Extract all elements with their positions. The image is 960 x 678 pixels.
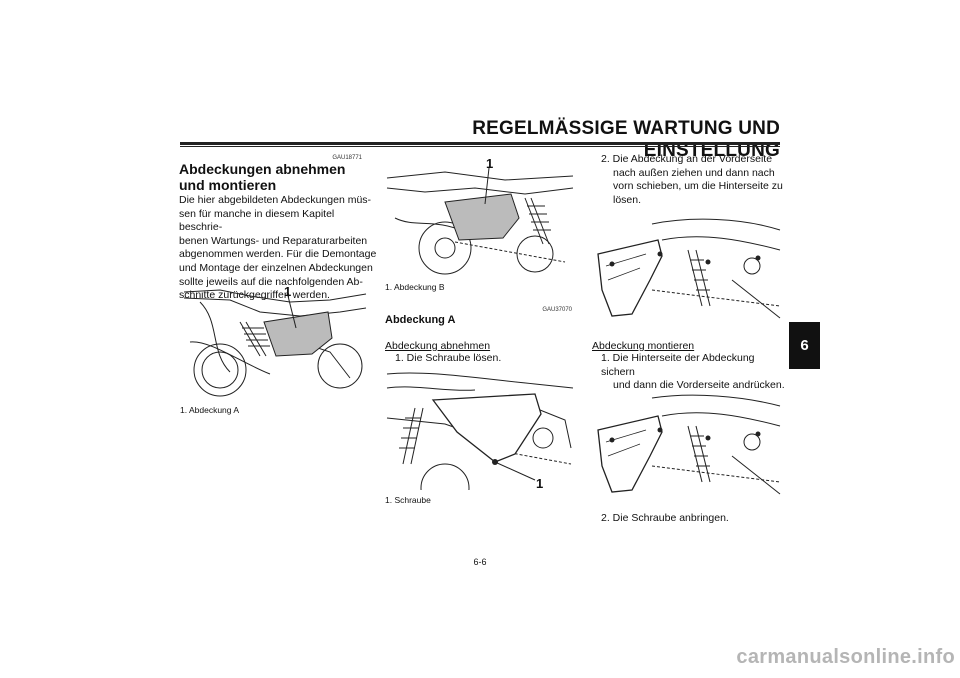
step-line: und dann die Vorderseite andrücken. [613,379,785,392]
header-rule [180,142,780,145]
procedure-step: 2. Die Schraube anbringen. [601,512,729,524]
header-rule-thin [180,146,780,147]
figure-cover-removal [597,218,781,319]
figure-cover-a [183,289,367,397]
intro-paragraph: Die hier abgebildeten Abdeckungen müs- s… [179,194,379,303]
procedure-heading: Abdeckung abnehmen [385,340,491,352]
intro-line: sen für manche in diesem Kapitel beschri… [179,207,335,234]
figure-callout-number: 1 [536,476,544,491]
intro-line: benen Wartungs- und Reparaturarbeiten [179,234,368,247]
step-line: 2. Die Abdeckung an der Vorderseite [601,153,773,165]
chapter-tab: 6 [789,322,820,369]
page-header-title: REGELMÄSSIGE WARTUNG UND EINSTELLUNG [472,118,780,161]
step-line: vorn schieben, um die Hinterseite zu [613,180,783,193]
step-line: nach außen ziehen und dann nach [613,166,775,179]
page-number: 6-6 [473,557,487,567]
figure-cover-install [597,394,781,495]
step-line: 1. Die Hinterseite der Abdeckung sichern [601,352,755,378]
figure-cover-b [386,167,574,275]
figure-caption: 1. Schraube [385,495,431,505]
intro-line: schnitte zurückgegriffen werden. [179,289,330,302]
subsection-heading: Abdeckung A [385,314,456,326]
figure-screw [386,372,574,490]
section-code: GAU37070 [542,307,572,313]
section-code: GAU18771 [332,155,362,161]
intro-line: Die hier abgebildeten Abdeckungen müs- [179,194,372,206]
intro-line: sollte jeweils auf die nachfolgenden Ab- [179,275,363,288]
procedure-step: 2. Die Abdeckung an der Vorderseite nach… [601,153,786,207]
figure-callout-number: 1 [284,284,292,299]
procedure-step: 1. Die Hinterseite der Abdeckung sichern… [601,352,791,393]
figure-caption: 1. Abdeckung B [385,282,445,292]
intro-line: abgenommen werden. Für die Demontage [179,248,377,261]
figure-callout-number: 1 [486,156,494,171]
figure-caption: 1. Abdeckung A [180,405,240,415]
watermark: carmanualsonline.info [736,646,955,668]
procedure-step: 1. Die Schraube lösen. [395,352,502,364]
step-line: lösen. [613,193,642,206]
section-heading: Abdeckungen abnehmen und montieren [179,161,346,193]
procedure-heading: Abdeckung montieren [592,340,695,352]
intro-line: und Montage der einzelnen Abdeckungen [179,261,373,274]
